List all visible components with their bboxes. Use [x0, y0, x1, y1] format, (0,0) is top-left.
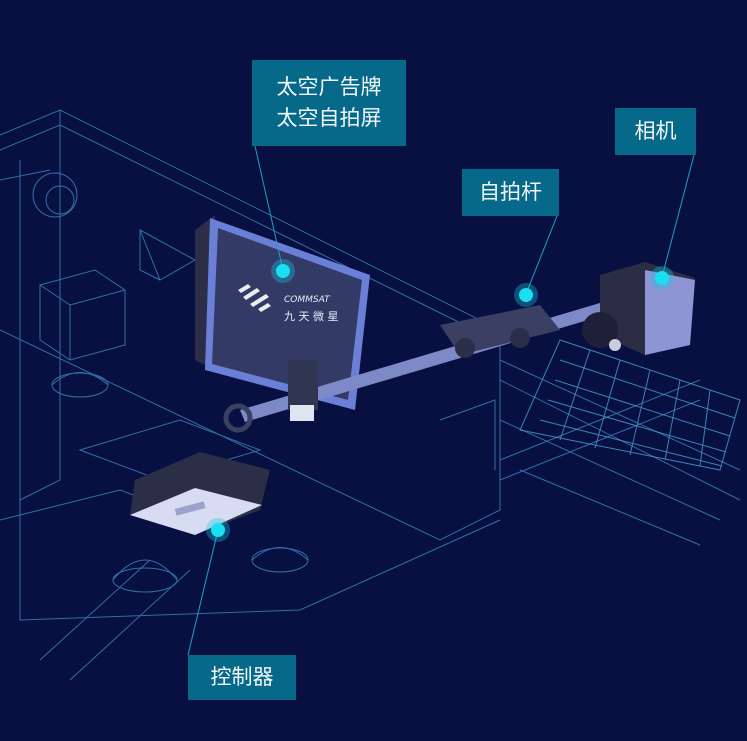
leader-lines — [187, 145, 695, 656]
selfie-stick-label: 自拍杆 — [462, 169, 559, 216]
camera-unit — [582, 262, 695, 355]
camera-label: 相机 — [615, 108, 696, 155]
billboard-label-line1: 太空广告牌 — [276, 75, 382, 99]
controller-label: 控制器 — [188, 655, 296, 700]
billboard-label-line2: 太空自拍屏 — [276, 106, 382, 130]
commsat-logo: COMMSAT 九 天 微 星 — [238, 284, 339, 323]
svg-text:九 天 微 星: 九 天 微 星 — [284, 309, 339, 323]
camera-marker[interactable] — [655, 271, 669, 285]
controller-unit — [130, 452, 270, 535]
selfie-stick — [223, 300, 615, 433]
selfie-stick-marker[interactable] — [519, 288, 533, 302]
svg-text:COMMSAT: COMMSAT — [284, 295, 331, 305]
selfie-stick-label-text: 自拍杆 — [479, 180, 542, 204]
billboard-screen: COMMSAT 九 天 微 星 — [195, 215, 370, 410]
satellite-wireframe — [0, 109, 741, 681]
controller-marker[interactable] — [211, 523, 225, 537]
solar-grid — [519, 339, 741, 471]
camera-label-text: 相机 — [634, 119, 677, 143]
billboard-label: 太空广告牌 太空自拍屏 — [252, 60, 406, 146]
billboard-marker[interactable] — [276, 264, 290, 278]
controller-label-text: 控制器 — [210, 665, 274, 689]
